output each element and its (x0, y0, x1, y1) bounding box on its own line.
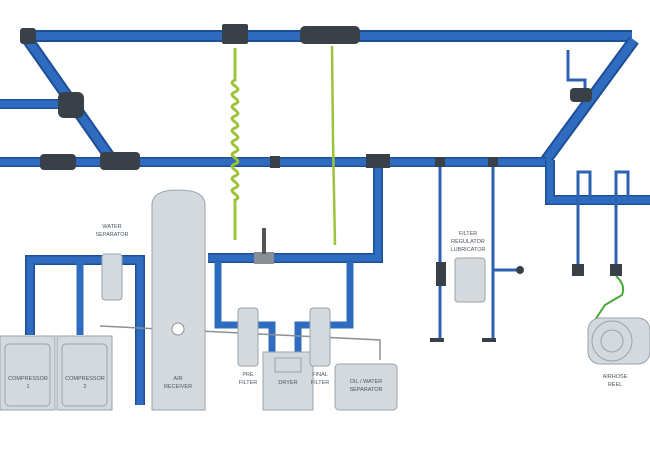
svg-text:RECEIVER: RECEIVER (164, 384, 192, 390)
svg-text:FILTER: FILTER (459, 231, 478, 237)
svg-text:1: 1 (26, 384, 29, 390)
pipe-fittings (20, 24, 622, 342)
svg-text:FINAL: FINAL (312, 372, 328, 378)
svg-text:FILTER: FILTER (239, 380, 258, 386)
svg-text:FILTER: FILTER (311, 380, 330, 386)
svg-text:PRE: PRE (242, 372, 254, 378)
coiled-air-hose (230, 48, 240, 240)
svg-text:AIR: AIR (173, 376, 182, 382)
water-separator: WATER SEPARATOR (95, 224, 129, 301)
svg-text:DRYER: DRYER (278, 380, 297, 386)
final-filter: FINAL FILTER (309, 307, 331, 386)
air-receiver: AIR RECEIVER (151, 189, 206, 411)
svg-text:2: 2 (83, 384, 86, 390)
svg-text:COMPRESSOR: COMPRESSOR (8, 376, 48, 382)
compressor-1: COMPRESSOR 1 (0, 335, 56, 411)
svg-text:COMPRESSOR: COMPRESSOR (65, 376, 105, 382)
svg-text:WATER: WATER (102, 224, 121, 230)
svg-text:SEPARATOR: SEPARATOR (95, 232, 128, 238)
compressor-2: COMPRESSOR 2 (56, 335, 113, 411)
svg-text:AIRHOSE: AIRHOSE (603, 374, 628, 380)
svg-text:SEPARATOR: SEPARATOR (349, 387, 382, 393)
pre-filter: PRE FILTER (237, 307, 259, 386)
airhose-reel: AIRHOSE REEL (587, 317, 650, 388)
svg-text:OIL / WATER: OIL / WATER (350, 379, 383, 385)
straight-air-hose (330, 45, 337, 246)
svg-text:LUBRICATOR: LUBRICATOR (451, 247, 486, 253)
svg-text:REGULATOR: REGULATOR (451, 239, 485, 245)
oil-water-separator: OIL / WATER SEPARATOR (334, 363, 398, 411)
dryer: DRYER (262, 351, 314, 411)
svg-text:REEL: REEL (608, 382, 622, 388)
reel-hose (594, 275, 625, 321)
filter-regulator-lubricator: FILTER REGULATOR LUBRICATOR (451, 231, 486, 303)
